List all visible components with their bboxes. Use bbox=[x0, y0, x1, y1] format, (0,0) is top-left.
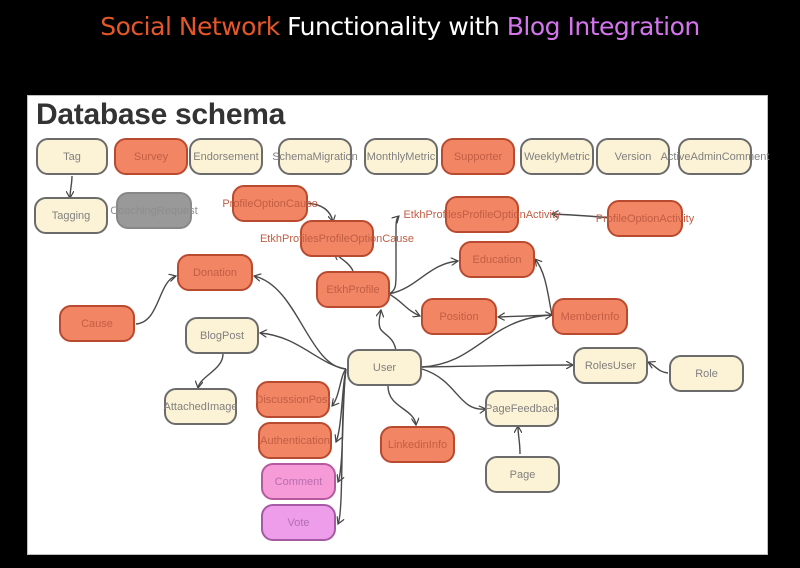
node-version[interactable]: Version bbox=[596, 138, 670, 175]
node-position[interactable]: Position bbox=[421, 298, 497, 335]
node-profile-option-cause[interactable]: ProfileOptionCause bbox=[222, 185, 318, 222]
node-tag[interactable]: Tag bbox=[36, 138, 108, 175]
node-epoactivity[interactable]: EtkhProfilesProfileOptionActivity bbox=[403, 196, 561, 233]
edge-user-discussionpost bbox=[332, 368, 347, 406]
node-schema-migration[interactable]: SchemaMigration bbox=[272, 138, 358, 175]
schema-title: Database schema bbox=[36, 98, 285, 131]
edge-user-blogpost bbox=[260, 333, 347, 370]
edge-memberinfo-education bbox=[535, 259, 553, 316]
edge-user-vote bbox=[338, 368, 347, 524]
node-roles-user[interactable]: RolesUser bbox=[573, 347, 648, 384]
node-donation[interactable]: Donation bbox=[177, 254, 253, 291]
node-discussion-post[interactable]: DiscussionPost bbox=[255, 381, 331, 418]
node-vote[interactable]: Vote bbox=[261, 504, 336, 541]
node-epoc[interactable]: EtkhProfilesProfileOptionCause bbox=[260, 220, 414, 257]
edge-blogpost-attachedimage bbox=[198, 353, 224, 388]
slide-title: Social Network Functionality with Blog I… bbox=[0, 12, 800, 41]
node-education[interactable]: Education bbox=[459, 241, 535, 278]
title-social-network: Social Network bbox=[100, 12, 280, 41]
node-survey[interactable]: Survey bbox=[114, 138, 188, 175]
node-profile-option-activity[interactable]: ProfileOptionActivity bbox=[596, 200, 694, 237]
node-cause[interactable]: Cause bbox=[59, 305, 135, 342]
edge-etkhprofile-education bbox=[388, 261, 458, 295]
node-comment[interactable]: Comment bbox=[261, 463, 336, 500]
node-weekly-metric[interactable]: WeeklyMetric bbox=[520, 138, 594, 175]
edge-etkhprofile-epoactivity bbox=[388, 216, 399, 295]
edge-page-pagefeedback bbox=[518, 426, 520, 455]
edge-etkhprofile-position bbox=[388, 293, 420, 316]
node-attached-image[interactable]: AttachedImage bbox=[164, 388, 238, 425]
edge-profileoptioncause-epoc bbox=[305, 202, 333, 222]
title-functionality: Functionality with bbox=[287, 12, 500, 41]
edge-user-rolesuser bbox=[421, 365, 573, 367]
edge-tag-tagging bbox=[70, 175, 72, 198]
schema-panel: Database schema bbox=[27, 95, 769, 555]
edge-cause-donation bbox=[135, 276, 176, 325]
node-authentication[interactable]: Authentication bbox=[258, 422, 332, 459]
node-page-feedback[interactable]: PageFeedback bbox=[485, 390, 559, 427]
edge-user-etkhprofile bbox=[379, 310, 397, 352]
node-supporter[interactable]: Supporter bbox=[441, 138, 515, 175]
node-endorsement[interactable]: Endorsement bbox=[189, 138, 263, 175]
node-linkedin-info[interactable]: LinkedinInfo bbox=[380, 426, 455, 463]
edge-role-rolesuser bbox=[648, 362, 669, 374]
node-member-info[interactable]: MemberInfo bbox=[552, 298, 628, 335]
edge-user-pagefeedback bbox=[421, 368, 486, 409]
node-etkh-profile[interactable]: EtkhProfile bbox=[316, 271, 390, 308]
node-monthly-metric[interactable]: MonthlyMetric bbox=[364, 138, 438, 175]
edge-user-linkedininfo bbox=[387, 385, 416, 425]
node-coaching-request[interactable]: CoachingRequest bbox=[110, 192, 198, 229]
node-active-admin-comment[interactable]: ActiveAdminComment bbox=[661, 138, 769, 175]
title-blog-integration: Blog Integration bbox=[506, 12, 700, 41]
edges-layer bbox=[28, 175, 669, 554]
node-tagging[interactable]: Tagging bbox=[34, 197, 108, 234]
edge-user-memberinfo bbox=[421, 315, 552, 368]
node-role[interactable]: Role bbox=[669, 355, 744, 392]
node-user[interactable]: User bbox=[347, 349, 422, 386]
node-blog-post[interactable]: BlogPost bbox=[185, 317, 259, 354]
node-page[interactable]: Page bbox=[485, 456, 560, 493]
